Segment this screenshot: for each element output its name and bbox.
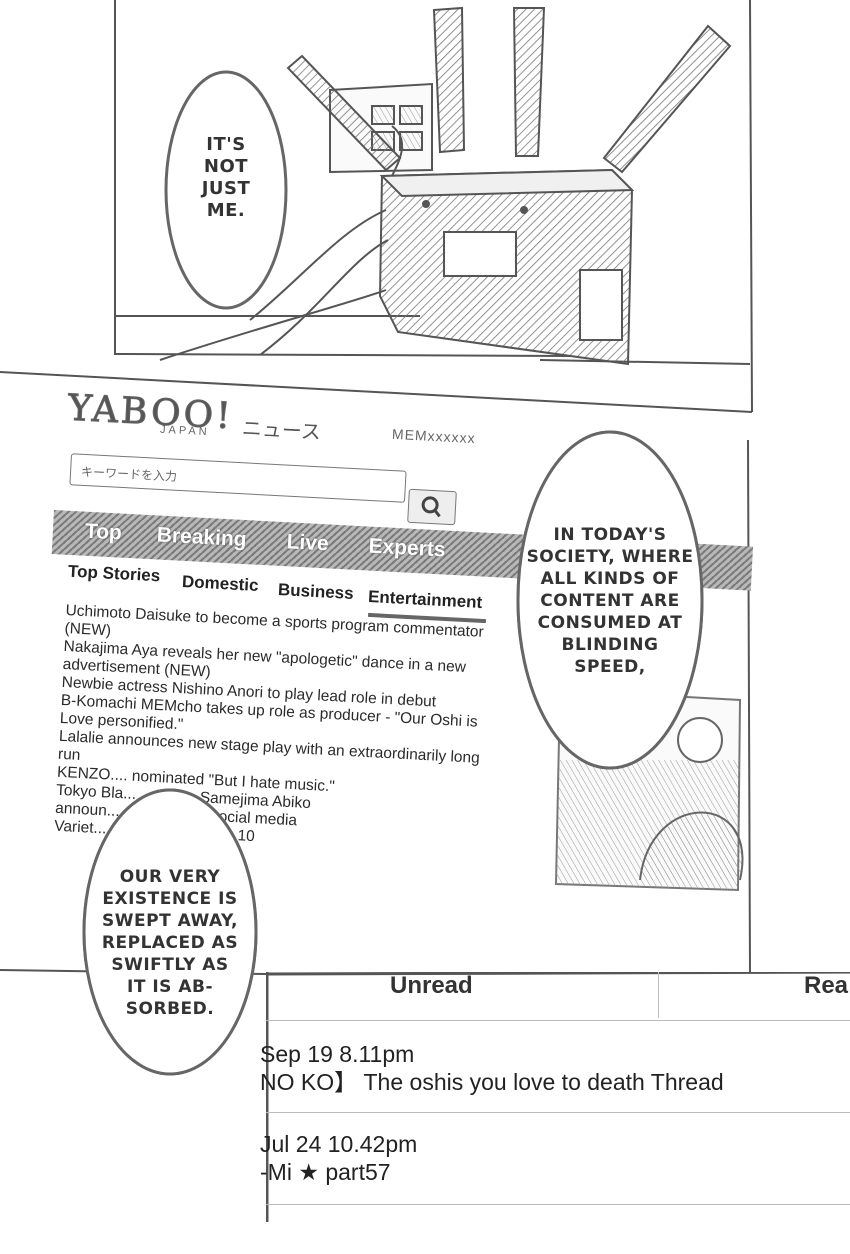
speech-text-right: IN TODAY'S SOCIETY, WHERE ALL KINDS OF C… [526, 525, 694, 677]
speech-bubble-top [164, 70, 288, 310]
tab-read[interactable]: Rea [804, 972, 849, 999]
tab-business[interactable]: Business [277, 580, 355, 603]
tab-entertainment[interactable]: Entertainment [367, 587, 483, 612]
site-logo-subtitle: JAPAN [159, 423, 210, 439]
tab-divider [658, 972, 659, 1018]
nav-top[interactable]: Top [84, 519, 123, 545]
thread-date: Sep 19 8.11pm [260, 1041, 415, 1067]
thread-separator [266, 1112, 850, 1113]
search-icon [421, 496, 441, 518]
tab-unread[interactable]: Unread [390, 972, 473, 999]
nav-experts[interactable]: Experts [367, 534, 447, 562]
thread-title[interactable]: -Mi ★ part57 [260, 1159, 391, 1185]
tab-top-stories[interactable]: Top Stories [67, 561, 161, 586]
headline-list: Uchimoto Daisuke to become a sports prog… [54, 602, 496, 858]
forum-tab-header: Unread Rea [266, 972, 850, 1021]
speech-text-top: IT'S NOT JUST ME. [201, 134, 251, 221]
nav-live[interactable]: Live [286, 530, 330, 556]
thread-date: Jul 24 10.42pm [260, 1131, 418, 1157]
speech-text-left: OUR VERY EXISTENCE IS SWEPT AWAY, REPLAC… [101, 867, 239, 1019]
nav-breaking[interactable]: Breaking [156, 523, 248, 552]
forum-thread-list: Unread Rea Sep 19 8.11pm NO KO】 The oshi… [260, 972, 850, 1222]
router-icon [159, 6, 732, 366]
search-button[interactable] [407, 488, 457, 526]
site-section-label: ニュース [241, 417, 322, 445]
thread-separator [266, 1204, 850, 1205]
tab-domestic[interactable]: Domestic [181, 572, 260, 595]
user-account-label[interactable]: MEMxxxxxx [391, 425, 477, 447]
thread-title[interactable]: NO KO】 The oshis you love to death Threa… [260, 1069, 724, 1095]
forum-panel-border [266, 972, 850, 1222]
search-input[interactable]: キーワードを入力 [69, 453, 407, 503]
